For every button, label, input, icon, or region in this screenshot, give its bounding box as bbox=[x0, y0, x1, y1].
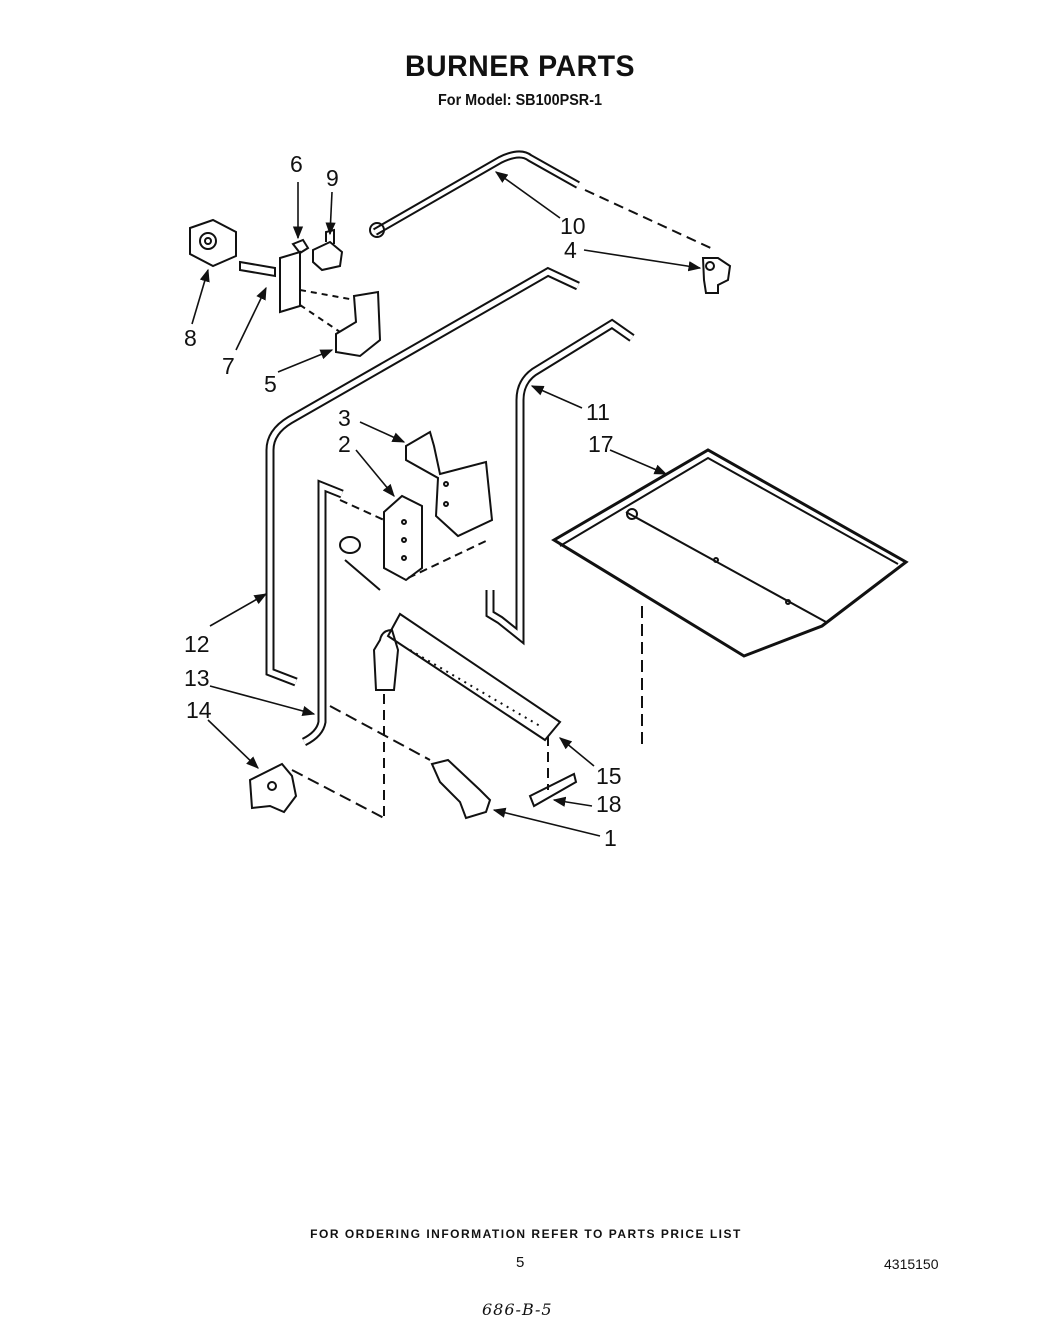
part-4-fitting bbox=[701, 257, 732, 294]
callout-1: 1 bbox=[604, 825, 617, 851]
callout-5: 5 bbox=[264, 371, 277, 397]
callout-8: 8 bbox=[184, 325, 197, 351]
callout-17: 17 bbox=[588, 431, 614, 457]
callout-13: 13 bbox=[184, 665, 210, 691]
ordering-footer: FOR ORDERING INFORMATION REFER TO PARTS … bbox=[310, 1227, 742, 1241]
part-5-bracket bbox=[299, 289, 382, 358]
page-number: 5 bbox=[516, 1254, 525, 1271]
callout-11: 11 bbox=[586, 399, 610, 425]
callout-2: 2 bbox=[338, 431, 351, 457]
part-7-shaft bbox=[239, 250, 301, 314]
callout-7: 7 bbox=[222, 353, 235, 379]
callout-12: 12 bbox=[184, 631, 210, 657]
part-11-tube bbox=[485, 318, 635, 646]
part-9-fitting bbox=[312, 228, 344, 272]
callout-14: 14 bbox=[186, 697, 212, 723]
part-13-tube bbox=[301, 479, 344, 747]
callout-18: 18 bbox=[596, 791, 622, 817]
part-2-ignitor bbox=[339, 494, 489, 591]
part-6-nut bbox=[291, 238, 310, 255]
part-10-tube bbox=[369, 150, 580, 238]
page-title: BURNER PARTS bbox=[404, 50, 636, 83]
callout-3: 3 bbox=[338, 405, 351, 431]
callout-15: 15 bbox=[596, 763, 622, 789]
callout-4: 4 bbox=[564, 237, 577, 263]
part-8-valve bbox=[189, 218, 237, 268]
leader-lines bbox=[191, 171, 702, 837]
part-1-orifice bbox=[329, 705, 492, 820]
model-subtitle: For Model: SB100PSR-1 bbox=[437, 92, 603, 109]
handwritten-note: 686-B-5 bbox=[482, 1300, 553, 1319]
part-3-bracket bbox=[405, 430, 494, 538]
assembly-line bbox=[584, 189, 716, 251]
part-12-tube bbox=[265, 266, 580, 687]
part-17-shield bbox=[551, 448, 909, 750]
part-14-valve bbox=[248, 762, 385, 819]
part-18-strap bbox=[528, 736, 578, 808]
callout-9: 9 bbox=[326, 165, 339, 191]
callout-6: 6 bbox=[290, 151, 303, 177]
document-number: 4315150 bbox=[884, 1256, 939, 1272]
part-15-burner bbox=[372, 612, 562, 818]
callout-10: 10 bbox=[560, 213, 586, 239]
